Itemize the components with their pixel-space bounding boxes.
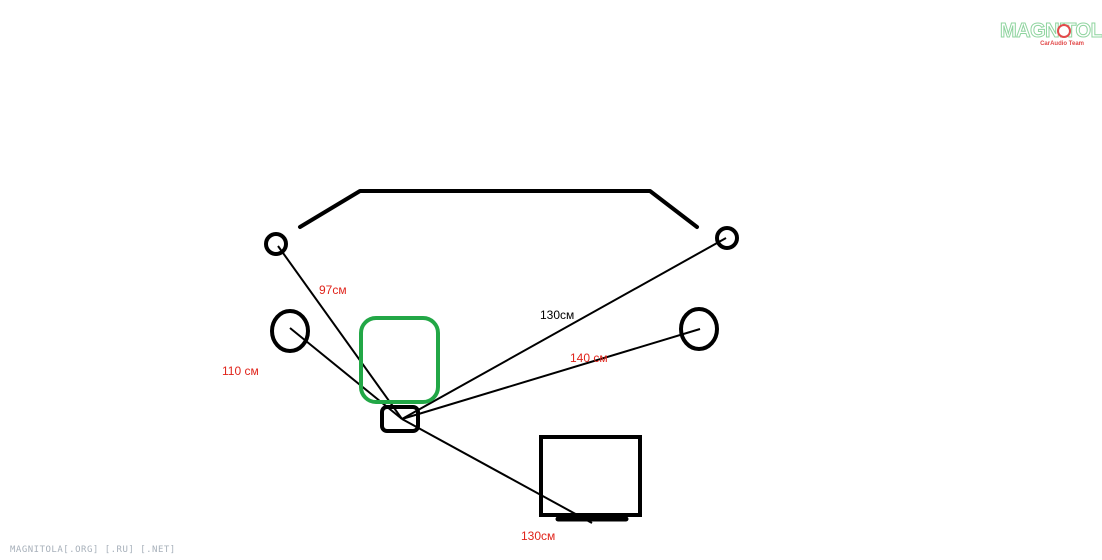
magnitola-logo: MAGNITOLA CarAudio Team bbox=[999, 20, 1102, 50]
line-to-rear-subwoofer bbox=[401, 418, 593, 524]
listener-position bbox=[380, 405, 420, 433]
front-right-midbass bbox=[679, 307, 719, 351]
label-front-left-tweeter-distance: 97см bbox=[319, 283, 347, 297]
logo-tagline: CarAudio Team bbox=[1040, 41, 1084, 47]
logo-ring-icon bbox=[1057, 24, 1071, 38]
site-watermark: MAGNITOLA[.ORG] [.RU] [.NET] bbox=[10, 545, 176, 555]
line-to-front-right-midbass bbox=[401, 328, 701, 420]
driver-seat bbox=[359, 316, 440, 404]
front-left-midbass bbox=[270, 309, 310, 353]
label-rear-subwoofer-distance: 130см bbox=[521, 529, 556, 543]
front-left-tweeter bbox=[264, 232, 288, 256]
front-right-tweeter bbox=[715, 226, 739, 250]
line-to-front-right-tweeter bbox=[401, 237, 727, 420]
subwoofer-box bbox=[539, 435, 642, 517]
label-front-left-midbass-distance: 110 см bbox=[222, 364, 259, 378]
label-front-right-midbass-distance: 140 см bbox=[570, 351, 608, 365]
dashboard-outline bbox=[298, 189, 699, 229]
line-to-front-left-tweeter bbox=[277, 245, 403, 420]
logo-wordmark: MAGNITOLA bbox=[999, 20, 1102, 43]
label-front-right-tweeter-distance: 130см bbox=[540, 308, 575, 322]
